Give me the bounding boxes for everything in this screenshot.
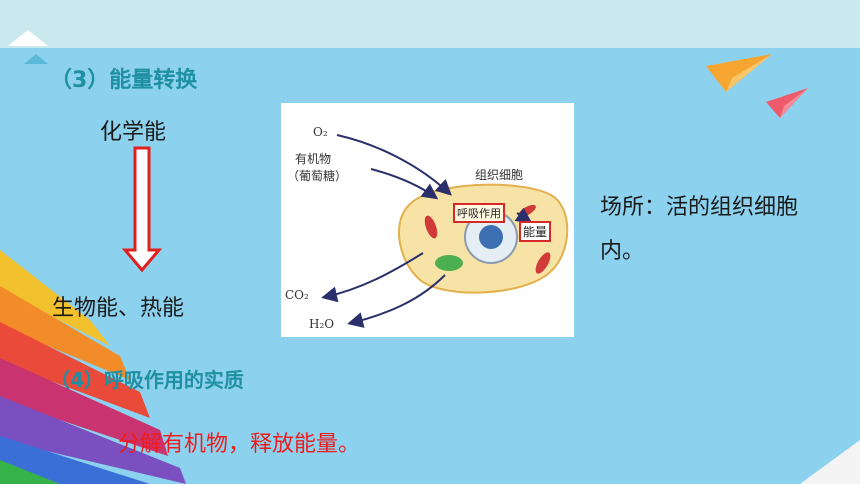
cell-respiration-diagram: O₂ 有机物 （葡萄糖） 组织细胞 呼吸作用 能量 CO₂ H₂O [281, 103, 574, 337]
co2-label: CO₂ [285, 288, 309, 302]
organic-matter-label: 有机物 [295, 152, 332, 166]
h2o-label: H₂O [309, 317, 335, 331]
corner-decoration [800, 440, 860, 484]
energy-release-arrow [514, 207, 533, 224]
section-heading-respiration-essence: （4）呼吸作用的实质 [50, 368, 244, 392]
respiration-label: 呼吸作用 [453, 203, 505, 223]
respiration-essence-text: 分解有机物，释放能量。 [118, 432, 361, 457]
organic-inflow-arrow [370, 168, 439, 200]
mitochondrion [535, 252, 551, 274]
bio-heat-energy-label: 生物能、热能 [52, 296, 185, 321]
paper-plane-icon [706, 54, 772, 92]
triangle-icon [24, 54, 48, 64]
h2o-outflow-arrow [347, 274, 446, 328]
cell-drawing [321, 134, 569, 328]
down-arrow-icon [122, 146, 162, 273]
energy-label: 能量 [519, 221, 552, 242]
location-text: 场所：活的组织细胞内。 [600, 195, 799, 264]
paper-plane-icon [766, 88, 808, 118]
o2-label: O₂ [313, 125, 328, 139]
green-organelle [435, 255, 463, 271]
rainbow-brush-decoration [0, 250, 186, 484]
o2-inflow-arrow [336, 134, 452, 196]
triangle-icon [8, 30, 48, 46]
top-banner [0, 0, 860, 48]
mitochondrion [424, 215, 438, 239]
nucleolus [479, 225, 503, 249]
glucose-label: （葡萄糖） [287, 169, 348, 183]
chemical-energy-label: 化学能 [100, 120, 167, 145]
tissue-cell-label: 组织细胞 [475, 168, 524, 182]
co2-outflow-arrow [321, 252, 424, 303]
section-heading-energy-conversion: （3）能量转换 [50, 68, 198, 93]
